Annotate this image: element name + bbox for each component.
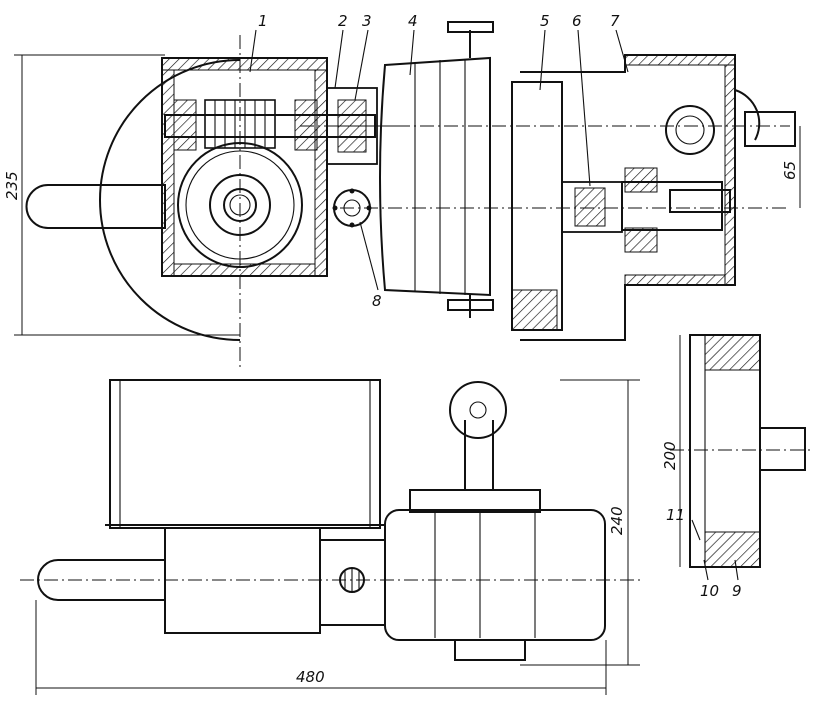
dim-width-bottom: 480 (296, 668, 325, 686)
gearbox-housing (161, 57, 328, 277)
motor-4 (379, 56, 491, 297)
reducer-gear (665, 105, 715, 155)
callout-11: 11 (666, 506, 685, 524)
callout-4: 4 (408, 12, 418, 30)
dim-height-left: 235 (3, 171, 21, 200)
motor-front (384, 509, 606, 641)
callout-9: 9 (732, 582, 742, 600)
dim-offset-right: 65 (781, 161, 799, 180)
callout-1: 1 (258, 12, 268, 30)
housing-5 (511, 81, 563, 331)
output-shaft (744, 111, 796, 147)
dim-height-side: 200 (661, 441, 679, 470)
handle-bottom (37, 559, 166, 601)
gearbox-wall-right (314, 69, 328, 277)
side-view (670, 334, 810, 568)
gearbox-wall-bottom (173, 263, 316, 277)
callout-3: 3 (362, 12, 372, 30)
gearbox-wall-left (161, 69, 175, 277)
dimensions: 235 65 240 480 200 (3, 54, 801, 695)
gearbox-wall-top (161, 57, 328, 71)
callout-5: 5 (540, 12, 550, 30)
callouts: 1 2 3 4 5 6 7 8 9 10 11 (249, 12, 742, 600)
worm (204, 99, 276, 149)
bearing-left (173, 99, 197, 151)
bottom-front-view (20, 379, 640, 661)
handle-left (25, 184, 166, 229)
side-shaft (759, 427, 806, 471)
callout-10: 10 (700, 582, 719, 600)
callout-6: 6 (572, 12, 582, 30)
callout-8: 8 (372, 292, 382, 310)
callout-2: 2 (338, 12, 348, 30)
callout-7: 7 (610, 12, 620, 30)
drum-outline (99, 59, 241, 341)
pulley (449, 381, 507, 439)
dim-height-bottom: 240 (608, 506, 626, 535)
bearing-right (294, 99, 318, 151)
top-section-view (25, 21, 796, 370)
drum-front (109, 379, 381, 529)
